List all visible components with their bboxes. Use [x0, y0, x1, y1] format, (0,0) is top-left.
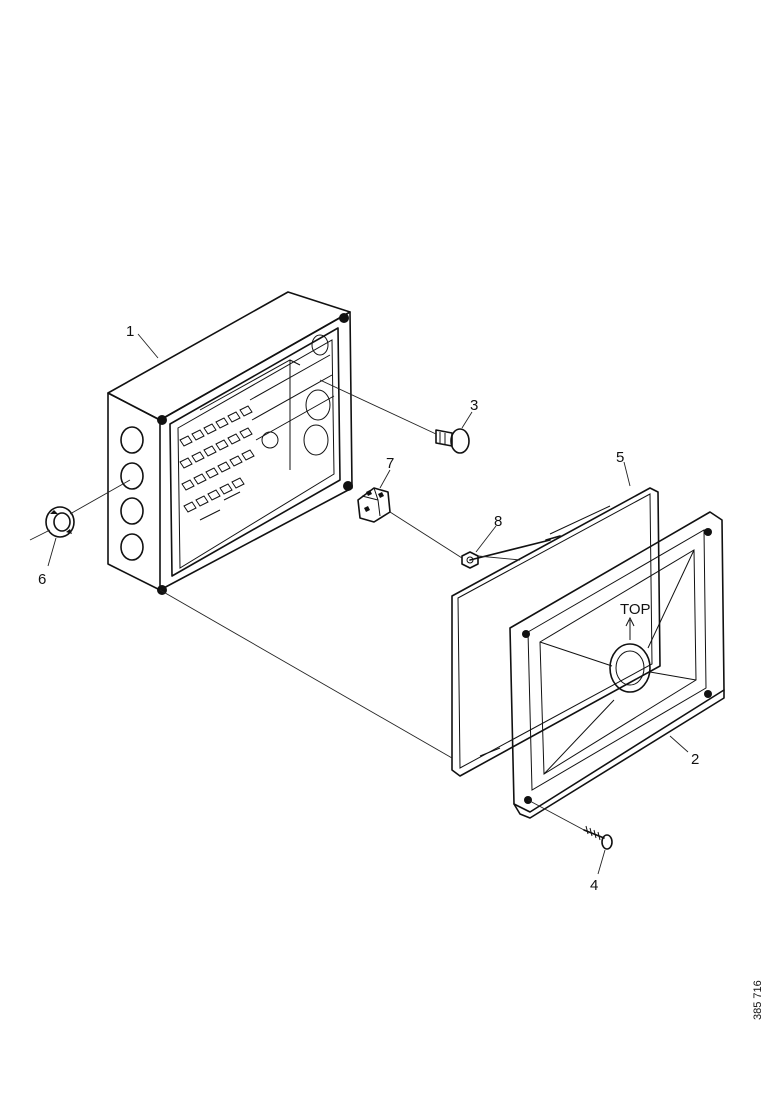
- enclosure-box: [107, 291, 353, 595]
- screw: [583, 825, 613, 850]
- callout-4: 4: [590, 877, 598, 894]
- callout-6: 6: [38, 571, 46, 588]
- callout-3: 3: [470, 397, 478, 414]
- callouts: 1 2 3 4 5 6 7 8: [38, 323, 699, 894]
- document-id: 385 716: [752, 980, 764, 1020]
- cover: TOP: [509, 511, 725, 819]
- terminal-block: [357, 487, 391, 523]
- callout-5: 5: [616, 449, 624, 466]
- callout-7: 7: [386, 455, 394, 472]
- assembly-lines: [29, 379, 585, 831]
- grommet: [45, 506, 75, 538]
- callout-1: 1: [126, 323, 134, 340]
- callout-8: 8: [494, 513, 502, 530]
- callout-2: 2: [691, 751, 699, 768]
- plug: [435, 428, 470, 454]
- top-label: TOP: [620, 601, 651, 618]
